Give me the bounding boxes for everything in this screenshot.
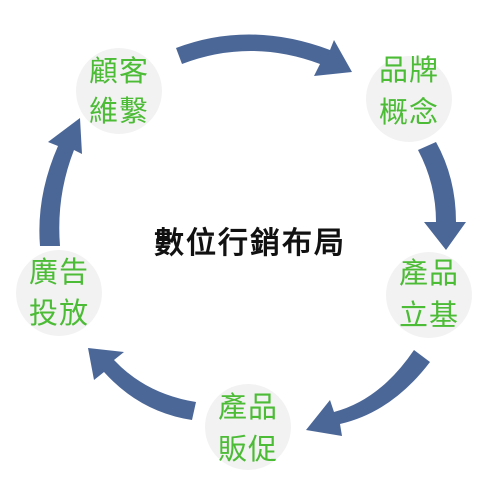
node-circle — [16, 250, 102, 336]
node-customer-retention: 顧客 維繫 — [76, 48, 162, 134]
arrow-positioning-to-promotion — [306, 350, 430, 436]
node-product-promotion: 產品 販促 — [205, 384, 291, 470]
node-circle — [205, 384, 291, 470]
arrow-brand-to-positioning — [418, 142, 466, 250]
node-label-line2: 維繫 — [88, 94, 149, 128]
node-label-line1: 顧客 — [88, 54, 149, 88]
arrow-advertising-to-retention — [39, 118, 82, 246]
node-brand-concept: 品牌 概念 — [366, 53, 452, 142]
node-product-positioning: 產品 立基 — [386, 252, 472, 338]
node-circle — [386, 252, 472, 338]
node-label-line1: 產品 — [398, 256, 459, 290]
arrow-retention-to-brand — [176, 34, 352, 76]
node-label-line1: 廣告 — [28, 255, 89, 289]
node-advertising: 廣告 投放 — [16, 250, 102, 336]
node-label-line2: 投放 — [28, 296, 89, 330]
node-label-line1: 品牌 — [378, 53, 439, 87]
node-circle — [366, 56, 452, 142]
node-label-line1: 產品 — [217, 390, 278, 424]
node-circle — [76, 48, 162, 134]
arrow-promotion-to-advertising — [88, 348, 196, 420]
node-label-line2: 販促 — [217, 432, 278, 466]
node-label-line2: 立基 — [398, 298, 459, 332]
node-label-line2: 概念 — [378, 95, 439, 129]
diagram-title: 數位行銷布局 — [154, 226, 346, 261]
